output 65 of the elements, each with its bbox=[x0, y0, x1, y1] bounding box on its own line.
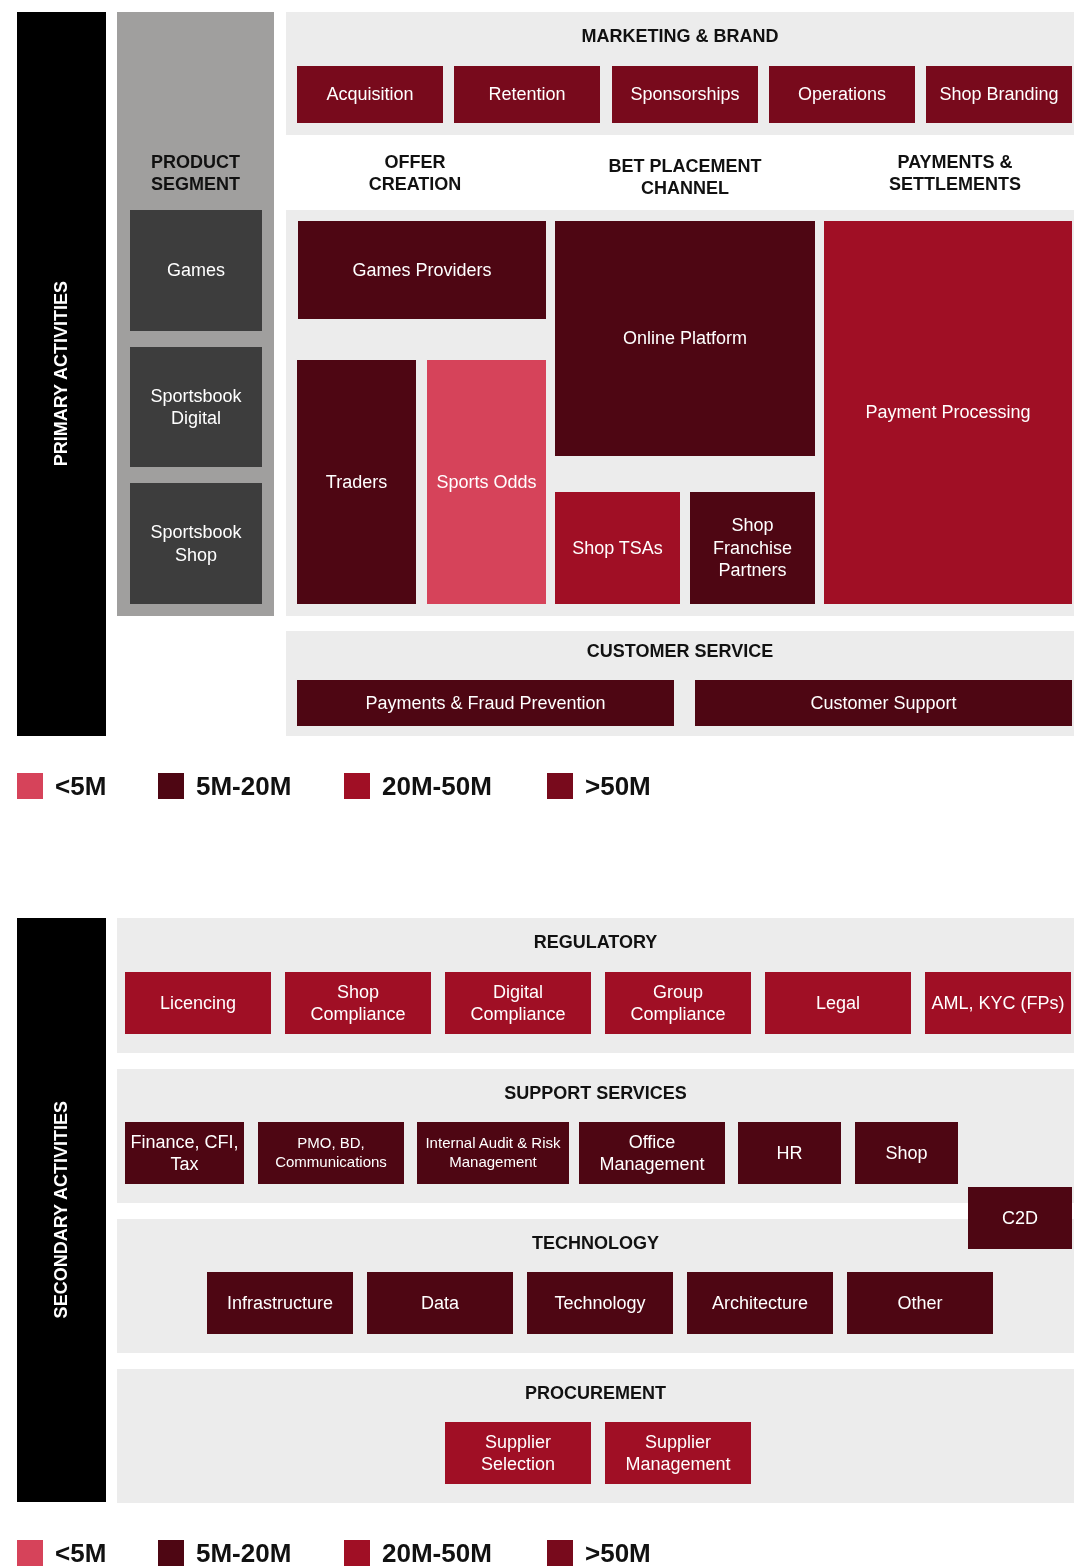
category-panel bbox=[117, 918, 1074, 1053]
activity-tile: Traders bbox=[297, 360, 416, 604]
activity-tile: Games Providers bbox=[298, 221, 546, 319]
activity-tile: Supplier Selection bbox=[445, 1422, 591, 1484]
activity-tile: Sponsorships bbox=[612, 66, 758, 123]
section-title: SECONDARY ACTIVITIES bbox=[51, 1101, 72, 1319]
activity-tile: C2D bbox=[968, 1187, 1072, 1249]
category-panel bbox=[117, 1369, 1074, 1503]
category-panel bbox=[117, 1069, 1074, 1203]
legend-label: 5M-20M bbox=[196, 773, 292, 799]
activity-tile: Shop TSAs bbox=[555, 492, 680, 604]
category-panel bbox=[286, 12, 1074, 135]
panel-heading: PRODUCT SEGMENT bbox=[150, 152, 241, 196]
section-bar bbox=[17, 918, 106, 1502]
activity-tile: PMO, BD, Communications bbox=[258, 1122, 404, 1184]
activity-tile: Shop bbox=[855, 1122, 958, 1184]
column-heading: PAYMENTS & SETTLEMENTS bbox=[888, 152, 1022, 196]
panel-heading: MARKETING & BRAND bbox=[581, 26, 779, 48]
activity-tile: Supplier Management bbox=[605, 1422, 751, 1484]
panel-heading: SUPPORT SERVICES bbox=[504, 1083, 687, 1105]
legend-label: 20M-50M bbox=[382, 773, 492, 799]
activity-tile: Shop Branding bbox=[926, 66, 1072, 123]
legend-label: <5M bbox=[55, 1540, 107, 1566]
legend-label: 20M-50M bbox=[382, 1540, 492, 1566]
activity-tile: Payment Processing bbox=[824, 221, 1072, 604]
activity-tile: Group Compliance bbox=[605, 972, 751, 1034]
panel-heading: TECHNOLOGY bbox=[532, 1233, 659, 1255]
activity-tile: Sportsbook Shop bbox=[130, 483, 262, 604]
activity-tile: Infrastructure bbox=[207, 1272, 353, 1334]
activity-tile: Sportsbook Digital bbox=[130, 347, 262, 467]
activity-tile: Online Platform bbox=[555, 221, 815, 456]
legend-label: >50M bbox=[585, 1540, 651, 1566]
category-panel bbox=[286, 631, 1074, 736]
activity-tile: Shop Franchise Partners bbox=[690, 492, 815, 604]
column-heading: OFFER CREATION bbox=[367, 152, 463, 196]
activity-tile: Data bbox=[367, 1272, 513, 1334]
category-panel bbox=[117, 12, 274, 616]
activity-tile: Customer Support bbox=[695, 680, 1072, 726]
activity-tile: Legal bbox=[765, 972, 911, 1034]
activity-tile: Payments & Fraud Prevention bbox=[297, 680, 674, 726]
column-heading: BET PLACEMENT CHANNEL bbox=[607, 156, 763, 200]
activity-tile: Architecture bbox=[687, 1272, 833, 1334]
activity-tile: HR bbox=[738, 1122, 841, 1184]
activity-tile: Other bbox=[847, 1272, 993, 1334]
activity-tile: Internal Audit & Risk Management bbox=[417, 1122, 569, 1184]
activity-tile: Games bbox=[130, 210, 262, 331]
activity-tile: Digital Compliance bbox=[445, 972, 591, 1034]
activity-tile: Shop Compliance bbox=[285, 972, 431, 1034]
activity-tile: Sports Odds bbox=[427, 360, 546, 604]
activity-tile: Office Management bbox=[579, 1122, 725, 1184]
activity-tile: Retention bbox=[454, 66, 600, 123]
legend-label: 5M-20M bbox=[196, 1540, 292, 1566]
panel-heading: PROCUREMENT bbox=[525, 1383, 666, 1405]
panel-heading: CUSTOMER SERVICE bbox=[586, 641, 774, 663]
activity-tile: Operations bbox=[769, 66, 915, 123]
activity-tile: Acquisition bbox=[297, 66, 443, 123]
activity-tile: Licencing bbox=[125, 972, 271, 1034]
legend-label: <5M bbox=[55, 773, 107, 799]
panel-heading: REGULATORY bbox=[533, 932, 658, 954]
section-bar bbox=[17, 12, 106, 736]
activity-tile: AML, KYC (FPs) bbox=[925, 972, 1071, 1034]
activity-tile: Finance, CFI, Tax bbox=[125, 1122, 244, 1184]
activity-tile: Technology bbox=[527, 1272, 673, 1334]
legend-label: >50M bbox=[585, 773, 651, 799]
section-title: PRIMARY ACTIVITIES bbox=[51, 281, 72, 467]
